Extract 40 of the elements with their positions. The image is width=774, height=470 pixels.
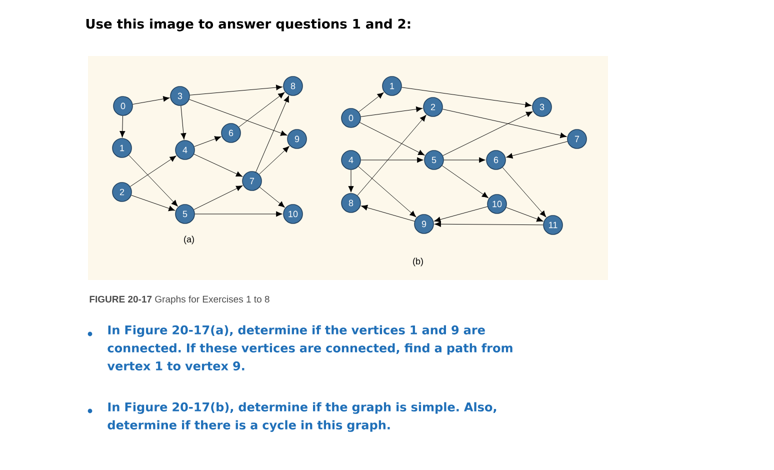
title: Use this image to answer questions 1 and 2:	[86, 18, 410, 32]
arrow	[361, 204, 415, 222]
arrow	[180, 106, 186, 140]
arrow	[358, 92, 384, 112]
arrow	[434, 206, 488, 222]
arrow	[506, 141, 568, 159]
arrow	[120, 116, 126, 138]
arrow	[442, 165, 488, 198]
arrow	[442, 108, 567, 138]
arrow	[259, 146, 290, 174]
arrow	[506, 207, 544, 222]
arrow	[360, 157, 424, 163]
arrow	[402, 87, 532, 108]
panel-label: (a)	[184, 236, 194, 244]
arrow	[434, 221, 544, 227]
arrow	[194, 186, 243, 210]
arrow	[128, 154, 178, 206]
arrow	[190, 84, 282, 96]
arrow	[194, 136, 222, 147]
arrow	[502, 167, 546, 218]
arrow	[238, 92, 285, 128]
arrow	[444, 157, 486, 163]
arrow	[358, 166, 416, 218]
arrow	[194, 154, 242, 177]
arrow	[442, 112, 533, 156]
arrow	[360, 106, 423, 117]
panel-label: (b)	[413, 258, 423, 266]
figure-caption: FIGURE 20-17 Graphs for Exercises 1 to 8	[90, 296, 270, 304]
arrow	[256, 96, 289, 172]
question-text: In Figure 20-17(b), determine if the graph is simple. Also, determine if there is a cycle in this graph.	[108, 402, 496, 432]
arrow	[131, 195, 176, 212]
arrow	[132, 96, 170, 105]
arrow	[194, 211, 282, 217]
arrow	[357, 114, 426, 196]
arrow	[360, 122, 425, 156]
arrow	[259, 186, 285, 208]
arrow	[189, 99, 288, 136]
arrow	[348, 170, 354, 192]
question-text: In Figure 20-17(a), determine if the vertices 1 and 9 are connected. If these vertices are connected, find a path from vertex 1 to vertex 9.	[107, 325, 512, 370]
arrow	[130, 156, 176, 187]
